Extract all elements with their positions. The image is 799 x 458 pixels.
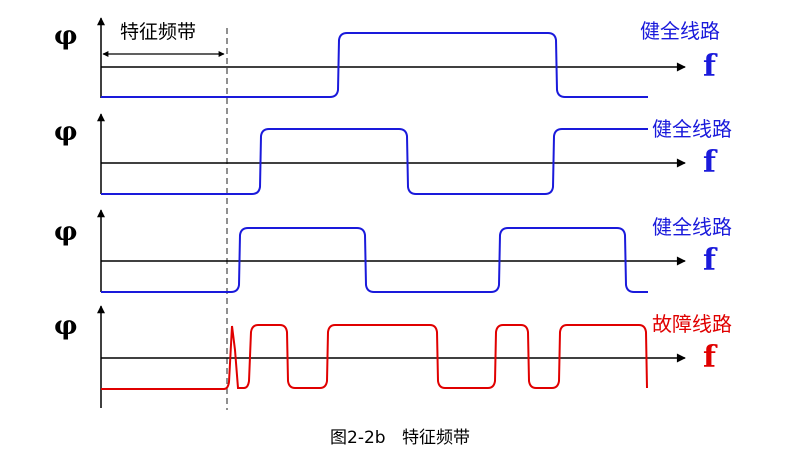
band-label: 特征频带 <box>120 21 196 43</box>
phase-waveform <box>101 324 648 390</box>
row-2-healthy-line: φ f 健全线路 <box>54 113 732 195</box>
figure-caption: 图2-2b 特征频带 <box>330 428 470 448</box>
row-4-fault-line: φ f 故障线路 <box>54 305 732 408</box>
phase-waveform <box>101 128 648 195</box>
row-3-healthy-line: φ f 健全线路 <box>54 209 732 293</box>
f-label: f <box>703 243 718 278</box>
line-label: 健全线路 <box>640 19 720 43</box>
caption-figure-number: 图2-2b <box>330 428 386 448</box>
f-label: f <box>703 145 718 180</box>
line-label: 健全线路 <box>652 117 732 141</box>
phi-label: φ <box>54 311 78 341</box>
line-label: 健全线路 <box>652 215 732 239</box>
phase-waveform <box>101 227 648 293</box>
f-label: f <box>703 340 718 375</box>
phi-label: φ <box>54 117 78 147</box>
line-label: 故障线路 <box>652 312 732 336</box>
phi-label: φ <box>54 217 78 247</box>
f-label: f <box>703 49 718 84</box>
row-1-healthy-line: φ f 健全线路 <box>54 17 720 98</box>
caption-title: 特征频带 <box>402 428 470 448</box>
characteristic-band-marker: 特征频带 <box>102 21 228 410</box>
phase-waveform <box>101 32 648 98</box>
phi-label: φ <box>54 21 78 51</box>
